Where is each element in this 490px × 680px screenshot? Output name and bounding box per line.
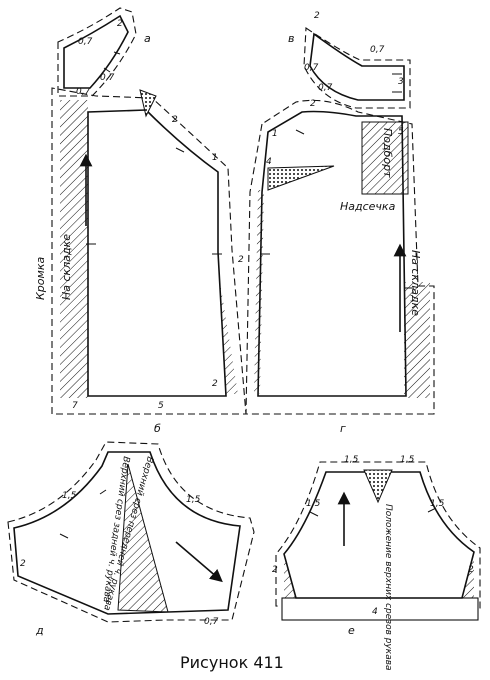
- panel-e-seam-allowance: [275, 461, 481, 609]
- panel-e-allowance-15-ml: 1,5: [306, 499, 321, 509]
- panel-e-allowance-15-mr: 1,5: [430, 499, 445, 509]
- panel-g-allowance-5: 5: [398, 127, 404, 137]
- panel-v-allowance-07-left: 0,7: [304, 63, 319, 73]
- panel-v-facing: [303, 27, 411, 109]
- panel-b-allowance-2-side: 2: [238, 255, 244, 265]
- panel-e-sleeve: [275, 461, 481, 621]
- label-na-sklad-left: На складке: [60, 234, 73, 300]
- panel-v-letter: в: [288, 32, 294, 45]
- panel-a-outline: [63, 14, 129, 89]
- panel-e-top-insert: [363, 469, 393, 504]
- panel-b-allowance-2-corner: 2: [212, 379, 218, 389]
- panel-d-split-hatch: [117, 463, 169, 613]
- panel-b-allowance-7: 7: [72, 401, 78, 411]
- panel-g-fold-hatch: [404, 282, 430, 398]
- panel-d-letter: д: [35, 624, 44, 637]
- panel-b-outline: [87, 109, 227, 397]
- panel-d-outline: [13, 451, 241, 615]
- panel-a-allowance-07-top: 0,7: [78, 37, 93, 47]
- panel-a-seam-allowance: [57, 7, 137, 97]
- panel-g-outline: [257, 110, 407, 397]
- panel-g-allowance-4: 4: [266, 157, 272, 167]
- label-podbort: Подборт: [381, 128, 394, 178]
- panel-g-allowance-1-armhole: 1: [272, 129, 278, 139]
- label-kromka: Кромка: [34, 257, 47, 300]
- panel-d-allowance-07: 0,7: [204, 617, 219, 627]
- panel-d-seam-allowance: [7, 441, 255, 623]
- panel-g-facing-hatch: [361, 121, 409, 195]
- panel-g-front: [245, 99, 435, 415]
- panel-e-allowance-4: 4: [372, 607, 378, 617]
- panel-e-outline: [283, 471, 475, 599]
- panel-g-seam-allowance: [245, 99, 435, 415]
- panel-v-outline: [309, 32, 405, 101]
- panel-v-allowance-07-top: 0,7: [370, 45, 385, 55]
- panel-e-allowance-2-right: 2: [468, 565, 474, 575]
- panel-e-allowance-15-tl: 1,5: [344, 455, 359, 465]
- panel-d-allowance-2: 2: [20, 559, 26, 569]
- panel-e-hem-band: [281, 597, 479, 621]
- panel-b-allowance-1-armhole: 1: [212, 153, 218, 163]
- panel-v-allowance-2-top: 2: [314, 11, 320, 21]
- panel-e-letter: е: [348, 624, 355, 637]
- panel-e-allowance-2-left: 2: [272, 565, 278, 575]
- panel-b-back: [51, 87, 247, 415]
- panel-a-allowance-2-top: 2: [117, 19, 123, 29]
- panel-g-dart: [267, 165, 335, 191]
- label-nadsechka: Надсечка: [340, 200, 396, 213]
- panel-b-letter: б: [154, 422, 161, 435]
- panel-d-allowance-15-right: 1,5: [186, 495, 201, 505]
- figure-caption: Рисунок 411: [180, 653, 284, 672]
- panel-a-allowance-07-bottom: 0,7: [76, 87, 91, 97]
- label-na-sklad-right: На складке: [409, 250, 422, 316]
- panel-v-seam-allowance: [303, 27, 411, 109]
- panel-d-allowance-15-left: 1,5: [62, 491, 77, 501]
- panel-d-grain-arrow: [175, 541, 223, 583]
- panel-a-allowance-07-side: 0,7: [100, 73, 115, 83]
- panel-a-letter: а: [144, 32, 151, 45]
- panel-b-dart: [139, 89, 157, 118]
- panel-b-fold-hatch: [60, 100, 88, 398]
- panel-d-sleeve: [7, 441, 255, 623]
- panel-g-allowance-2-shoulder: 2: [310, 99, 316, 109]
- panel-b-allowance-2-shoulder: 2: [172, 115, 178, 125]
- label-sleeve-position: Положение верхних срезов рукава: [383, 504, 393, 671]
- panel-g-letter: г: [340, 422, 346, 435]
- panel-v-allowance-3: 3: [398, 77, 404, 87]
- panel-b-allowance-5: 5: [158, 401, 164, 411]
- panel-a-facing: [57, 7, 137, 97]
- panel-v-allowance-07-mid: 0,7: [318, 83, 333, 93]
- panel-b-seam-allowance: [51, 87, 247, 415]
- panel-e-allowance-15-tr: 1,5: [400, 455, 415, 465]
